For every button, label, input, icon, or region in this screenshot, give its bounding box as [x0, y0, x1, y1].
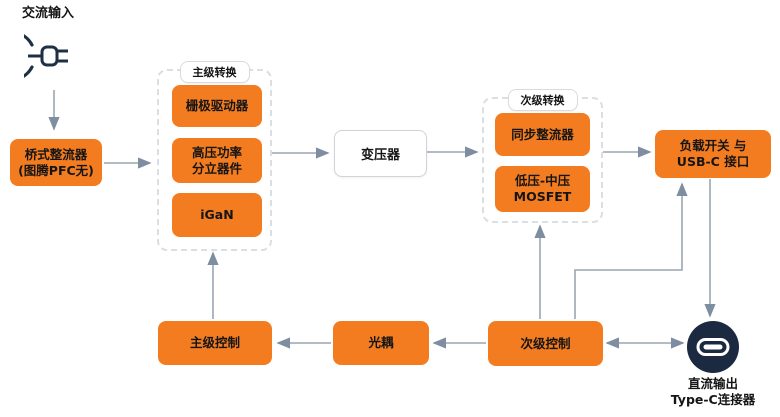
- bridge-rectifier-box: 桥式整流器 (图腾PFC无): [10, 139, 102, 186]
- ac-plug-icon: [0, 27, 82, 85]
- load-switch-box: 负载开关 与 USB-C 接口: [655, 130, 771, 178]
- transformer-label: 变压器: [360, 148, 400, 163]
- secondary-control-box: 次级控制: [488, 321, 603, 366]
- transformer-box: 变压器: [334, 130, 427, 177]
- optocoupler-label: 光耦: [368, 335, 394, 351]
- load-switch-line2: USB-C 接口: [676, 154, 750, 169]
- mosfet-line2: MOSFET: [513, 189, 572, 204]
- gate-driver-box: 栅极驱动器: [172, 85, 262, 127]
- igan-box: iGaN: [172, 193, 262, 237]
- lv-mv-mosfet-box: 低压-中压 MOSFET: [495, 166, 590, 212]
- mosfet-line1: 低压-中压: [514, 173, 571, 189]
- bridge-rectifier-line2: (图腾PFC无): [18, 162, 94, 178]
- secondary-stage-group: 次级转换 同步整流器 低压-中压 MOSFET: [482, 89, 603, 223]
- hv-power-line2: 分立器件: [191, 160, 242, 176]
- primary-stage-label: 主级转换: [179, 61, 250, 83]
- hv-power-discrete-box: 高压功率 分立器件: [172, 138, 262, 183]
- sync-rectifier-label: 同步整流器: [511, 126, 574, 142]
- igan-label: iGaN: [200, 207, 234, 223]
- primary-control-label: 主级控制: [189, 335, 240, 351]
- ac-input-label: 交流输入: [22, 6, 75, 21]
- primary-control-box: 主级控制: [158, 321, 272, 365]
- dc-output-line1: 直流输出: [687, 376, 738, 391]
- optocoupler-box: 光耦: [333, 321, 429, 365]
- dc-output-label: 直流输出 Type-C连接器: [648, 376, 778, 407]
- gate-driver-label: 栅极驱动器: [185, 98, 249, 114]
- usb-c-connector-icon: [687, 321, 739, 373]
- secondary-stage-label: 次级转换: [507, 89, 578, 111]
- sync-rectifier-box: 同步整流器: [495, 113, 590, 156]
- dc-output-line2: Type-C连接器: [670, 391, 756, 407]
- hv-power-line1: 高压功率: [191, 144, 242, 160]
- secondary-control-label: 次级控制: [520, 335, 571, 351]
- primary-stage-group: 主级转换 栅极驱动器 高压功率 分立器件 iGaN: [157, 61, 272, 251]
- load-switch-line1: 负载开关 与: [679, 138, 747, 154]
- bridge-rectifier-line1: 桥式整流器: [24, 146, 88, 162]
